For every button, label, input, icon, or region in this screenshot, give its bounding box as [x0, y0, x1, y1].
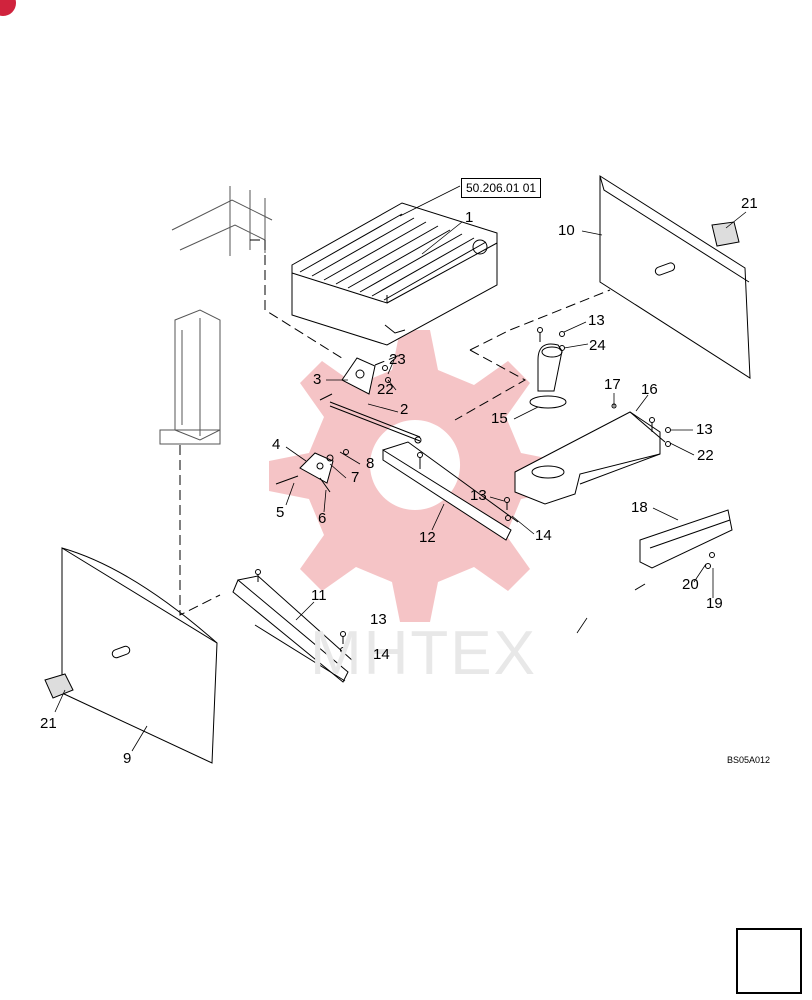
part-bracket	[319, 357, 391, 401]
callout-12: 12	[419, 529, 436, 546]
callout-6: 6	[318, 510, 327, 527]
callout-4: 4	[272, 436, 281, 453]
part-latch	[275, 449, 349, 493]
callout-1: 1	[465, 209, 474, 226]
callout-17: 17	[604, 376, 621, 393]
callout-24: 24	[589, 337, 606, 354]
leader-lines	[54, 185, 747, 752]
watermark-gear	[269, 330, 561, 622]
callout-5: 5	[276, 504, 285, 521]
callout-3: 3	[313, 371, 322, 388]
callout-23: 23	[389, 351, 406, 368]
part-side-panel-left	[44, 547, 218, 764]
callout-22-a: 22	[377, 381, 394, 398]
callout-21-b: 21	[40, 715, 57, 732]
callout-13-c: 13	[470, 487, 487, 504]
part-rod	[329, 401, 422, 444]
callout-21-a: 21	[741, 195, 758, 212]
callout-15: 15	[491, 410, 508, 427]
callout-20: 20	[682, 576, 699, 593]
part-exhaust-pipe	[529, 343, 567, 409]
callout-13-b: 13	[696, 421, 713, 438]
assembly-lines	[179, 239, 611, 616]
callout-18: 18	[631, 499, 648, 516]
part-cover	[634, 509, 733, 591]
callout-2: 2	[400, 401, 409, 418]
watermark-text: MHTEX	[310, 619, 537, 688]
callout-11: 11	[311, 587, 327, 604]
reference-code-box: 50.206.01 01	[461, 178, 542, 198]
callout-22-b: 22	[697, 447, 714, 464]
callout-14-b: 14	[373, 646, 390, 663]
callout-10: 10	[558, 222, 575, 239]
callout-14-a: 14	[535, 527, 552, 544]
callout-9: 9	[123, 750, 132, 767]
callout-13-a: 13	[588, 312, 605, 329]
fasteners	[255, 327, 715, 653]
callout-16: 16	[641, 381, 658, 398]
part-side-panel-right	[599, 175, 751, 379]
next-page-button[interactable]	[736, 928, 802, 994]
callout-19: 19	[706, 595, 723, 612]
part-base-tray	[514, 411, 666, 505]
frame-sketch	[159, 186, 273, 445]
callout-7: 7	[351, 469, 360, 486]
corner-badge	[0, 0, 16, 16]
part-long-support	[382, 441, 519, 541]
callout-13-d: 13	[370, 611, 387, 628]
callout-8: 8	[366, 455, 375, 472]
drawing-code: BS05A012	[727, 755, 771, 765]
part-grille-panel	[291, 202, 498, 346]
